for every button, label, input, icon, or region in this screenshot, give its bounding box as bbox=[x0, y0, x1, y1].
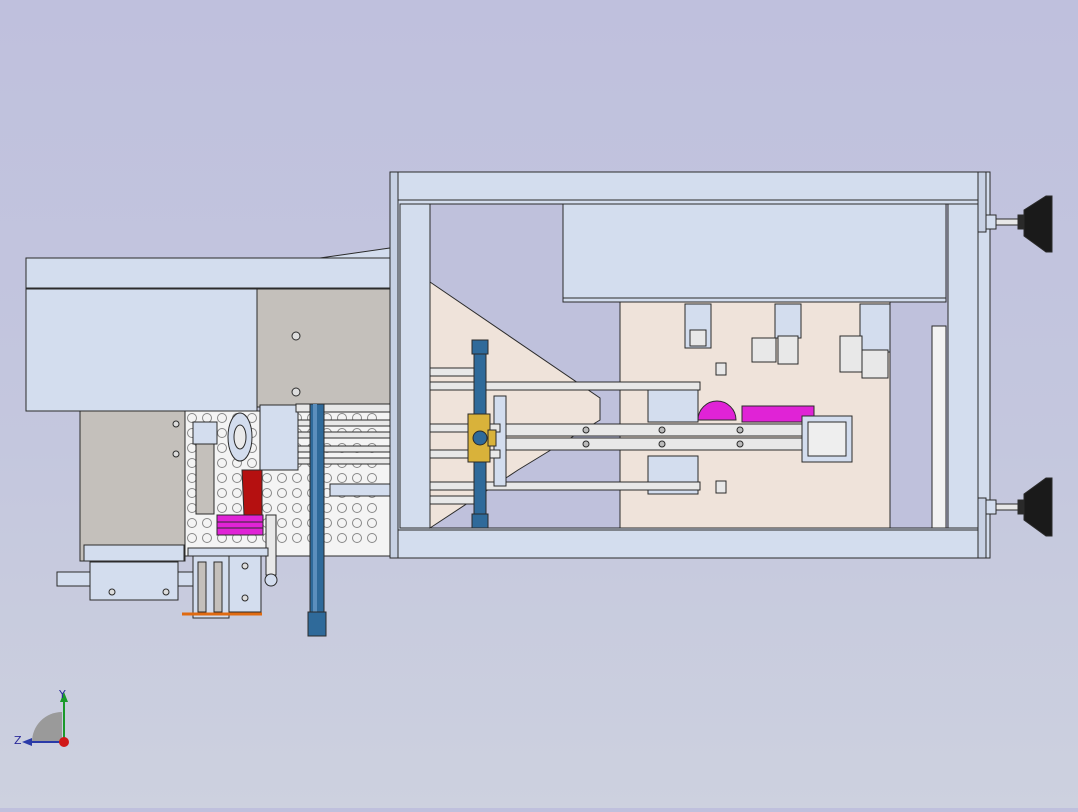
left-module[interactable] bbox=[25, 247, 391, 637]
solenoid-valves[interactable] bbox=[684, 303, 891, 494]
perforation-hole bbox=[187, 458, 197, 468]
perforation-hole bbox=[187, 473, 197, 483]
perforation-hole bbox=[292, 488, 302, 498]
perforation-hole bbox=[202, 518, 212, 528]
perforation-hole bbox=[277, 518, 287, 528]
perforation-hole bbox=[217, 458, 227, 468]
perforation-hole bbox=[352, 533, 362, 543]
magenta-cylinder bbox=[741, 405, 815, 423]
perforation-hole bbox=[262, 473, 272, 483]
left-side-cover bbox=[25, 288, 258, 412]
main-frame[interactable] bbox=[389, 171, 991, 559]
left-lower-housing bbox=[79, 410, 186, 562]
y-axis-label: Y bbox=[58, 688, 66, 701]
perforation-hole bbox=[217, 413, 227, 423]
perforation-hole bbox=[292, 518, 302, 528]
perforation-hole bbox=[277, 473, 287, 483]
perforation-hole bbox=[217, 488, 227, 498]
perforation-hole bbox=[217, 473, 227, 483]
perforation-hole bbox=[217, 428, 227, 438]
x-axis-dot-icon bbox=[59, 737, 69, 747]
magenta-block bbox=[216, 514, 264, 536]
perforation-hole bbox=[292, 533, 302, 543]
perforation-hole bbox=[217, 503, 227, 513]
perforation-hole bbox=[187, 413, 197, 423]
perforation-hole bbox=[202, 533, 212, 543]
perforation-hole bbox=[232, 503, 242, 513]
perforation-hole bbox=[352, 473, 362, 483]
perforation-hole bbox=[337, 503, 347, 513]
perforation-hole bbox=[367, 518, 377, 528]
perforation-hole bbox=[277, 533, 287, 543]
perforation-hole bbox=[202, 413, 212, 423]
coordinate-triad: Y Z bbox=[10, 684, 80, 754]
perforation-hole bbox=[367, 473, 377, 483]
perforation-hole bbox=[187, 443, 197, 453]
perforation-hole bbox=[247, 458, 257, 468]
perforation-hole bbox=[292, 473, 302, 483]
perforation-hole bbox=[337, 533, 347, 543]
perforation-hole bbox=[232, 488, 242, 498]
leveling-feet[interactable] bbox=[985, 195, 1053, 537]
perforation-hole bbox=[352, 503, 362, 513]
perforation-hole bbox=[187, 503, 197, 513]
perforation-hole bbox=[217, 443, 227, 453]
left-top-cover bbox=[25, 257, 391, 289]
perforation-hole bbox=[277, 503, 287, 513]
left-back-plate bbox=[256, 288, 391, 408]
perforation-hole bbox=[337, 518, 347, 528]
perforation-hole bbox=[337, 473, 347, 483]
perforation-hole bbox=[187, 488, 197, 498]
perforation-hole bbox=[292, 503, 302, 513]
perforation-hole bbox=[262, 488, 272, 498]
perforation-hole bbox=[352, 518, 362, 528]
perforation-hole bbox=[367, 533, 377, 543]
perforation-hole bbox=[187, 518, 197, 528]
perforation-hole bbox=[232, 473, 242, 483]
perforation-hole bbox=[277, 488, 287, 498]
top-inner-box bbox=[562, 203, 947, 303]
z-axis-label: Z bbox=[14, 734, 22, 747]
perforation-hole bbox=[187, 533, 197, 543]
perforation-hole bbox=[262, 503, 272, 513]
perforation-hole bbox=[367, 503, 377, 513]
